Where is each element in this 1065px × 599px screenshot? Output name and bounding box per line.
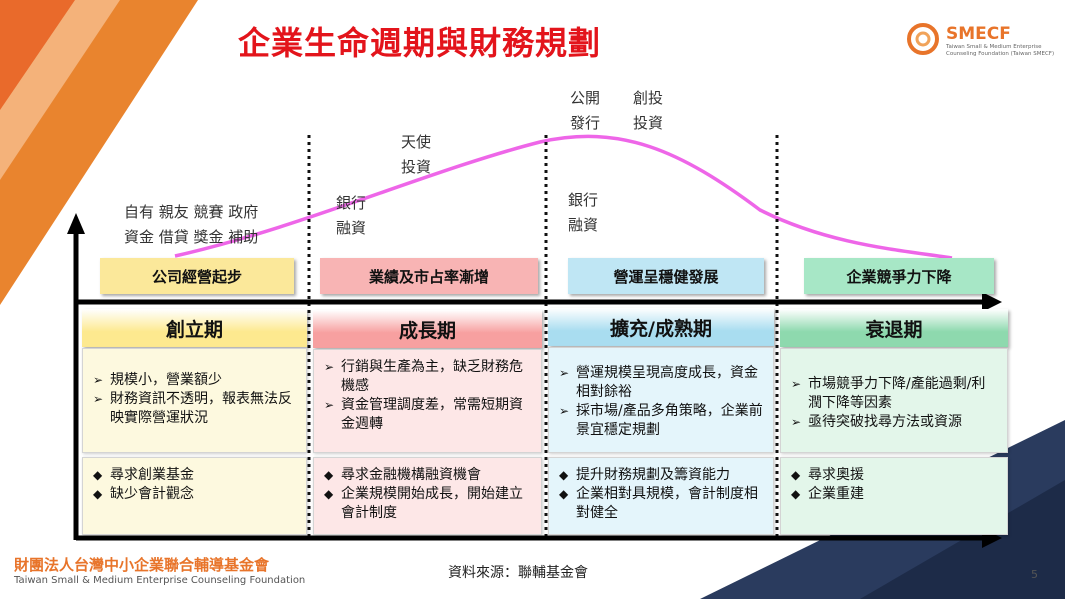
list-item: ◆尋求創業基金 xyxy=(93,467,194,483)
features-panel-decline: ➢市場競爭力下降/產能過剩/利潤下降等因素 ➢亟待突破找尋方法或資源 xyxy=(780,348,1008,453)
list-item: ➢採市場/產品多角策略，企業前景宜穩定規劃 xyxy=(559,403,763,438)
page-number: 5 xyxy=(1031,568,1038,581)
upper-axis-arrow xyxy=(982,292,1002,312)
list-item: ➢行銷與生產為主，缺乏財務危機感 xyxy=(324,359,523,394)
page-title: 企業生命週期與財務規劃 xyxy=(238,24,602,62)
stage-stable: 營運呈穩健發展 xyxy=(568,258,764,294)
features-panel-maturity: ➢營運規模呈現高度成長，資金相對餘裕 ➢採市場/產品多角策略，企業前景宜穩定規劃 xyxy=(548,347,774,453)
stage-decline: 企業競爭力下降 xyxy=(804,258,994,294)
list-item: ◆尋求金融機構融資機會 xyxy=(324,467,481,483)
dark-orange-corner-shape xyxy=(0,0,75,110)
life-cycle-curve xyxy=(174,134,953,260)
financing-vc: 創投 投資 xyxy=(633,89,664,132)
logo-name: SMECF xyxy=(946,24,1011,44)
stage-startup: 公司經營起步 xyxy=(100,258,294,294)
financing-startup: 自有 親友 競賽 政府 資金 借貸 獎金 補助 xyxy=(124,203,259,246)
needs-panel-decline: ◆尋求奧援 ◆企業重建 xyxy=(780,457,1008,535)
financing-angel: 天使 投資 xyxy=(401,133,432,176)
list-item: ◆尋求奧援 xyxy=(791,467,864,483)
foundation-name: 財團法人台灣中小企業聯合輔導基金會 xyxy=(14,556,270,574)
list-item: ◆缺少會計觀念 xyxy=(93,486,194,502)
phase-header-maturity: 擴充/成熟期 xyxy=(548,308,774,346)
financing-bank-loan-2: 銀行 融資 xyxy=(568,191,599,234)
list-item: ◆提升財務規劃及籌資能力 xyxy=(559,467,730,483)
logo-subtitle: Taiwan Small & Medium Enterprise Counsel… xyxy=(946,44,1055,57)
stage-growth: 業績及市占率漸增 xyxy=(320,258,538,294)
features-panel-growth: ➢行銷與生產為主，缺乏財務危機感 ➢資金管理調度差，常需短期資金週轉 xyxy=(313,349,542,453)
smecf-logo-icon xyxy=(907,23,939,55)
phase-header-decline: 衰退期 xyxy=(780,309,1008,347)
list-item: ◆企業相對具規模，會計制度相對健全 xyxy=(559,486,758,521)
financing-ipo: 公開 發行 xyxy=(570,89,601,132)
vertical-axis-arrow xyxy=(67,213,85,234)
needs-panel-maturity: ◆提升財務規劃及籌資能力 ◆企業相對具規模，會計制度相對健全 xyxy=(548,457,774,535)
list-item: ◆企業重建 xyxy=(791,486,864,502)
needs-panel-founding: ◆尋求創業基金 ◆缺少會計觀念 xyxy=(82,457,307,535)
list-item: ➢市場競爭力下降/產能過剩/利潤下降等因素 xyxy=(791,376,986,411)
source-note: 資料來源：聯輔基金會 xyxy=(448,565,588,581)
list-item: ➢財務資訊不透明，報表無法反映實際營運狀況 xyxy=(93,391,292,426)
phase-header-founding: 創立期 xyxy=(82,309,307,347)
features-panel-founding: ➢規模小，營業額少 ➢財務資訊不透明，報表無法反映實際營運狀況 xyxy=(82,348,307,453)
foundation-name-en: Taiwan Small & Medium Enterprise Counsel… xyxy=(14,575,306,586)
financing-bank-loan-1: 銀行 融資 xyxy=(336,194,367,237)
needs-panel-growth: ◆尋求金融機構融資機會 ◆企業規模開始成長，開始建立會計制度 xyxy=(313,457,542,535)
list-item: ➢規模小，營業額少 xyxy=(93,372,222,388)
list-item: ➢資金管理調度差，常需短期資金週轉 xyxy=(324,397,523,432)
list-item: ➢營運規模呈現高度成長，資金相對餘裕 xyxy=(559,365,758,400)
list-item: ➢亟待突破找尋方法或資源 xyxy=(791,414,962,430)
list-item: ◆企業規模開始成長，開始建立會計制度 xyxy=(324,486,523,521)
phase-header-growth: 成長期 xyxy=(313,310,542,348)
